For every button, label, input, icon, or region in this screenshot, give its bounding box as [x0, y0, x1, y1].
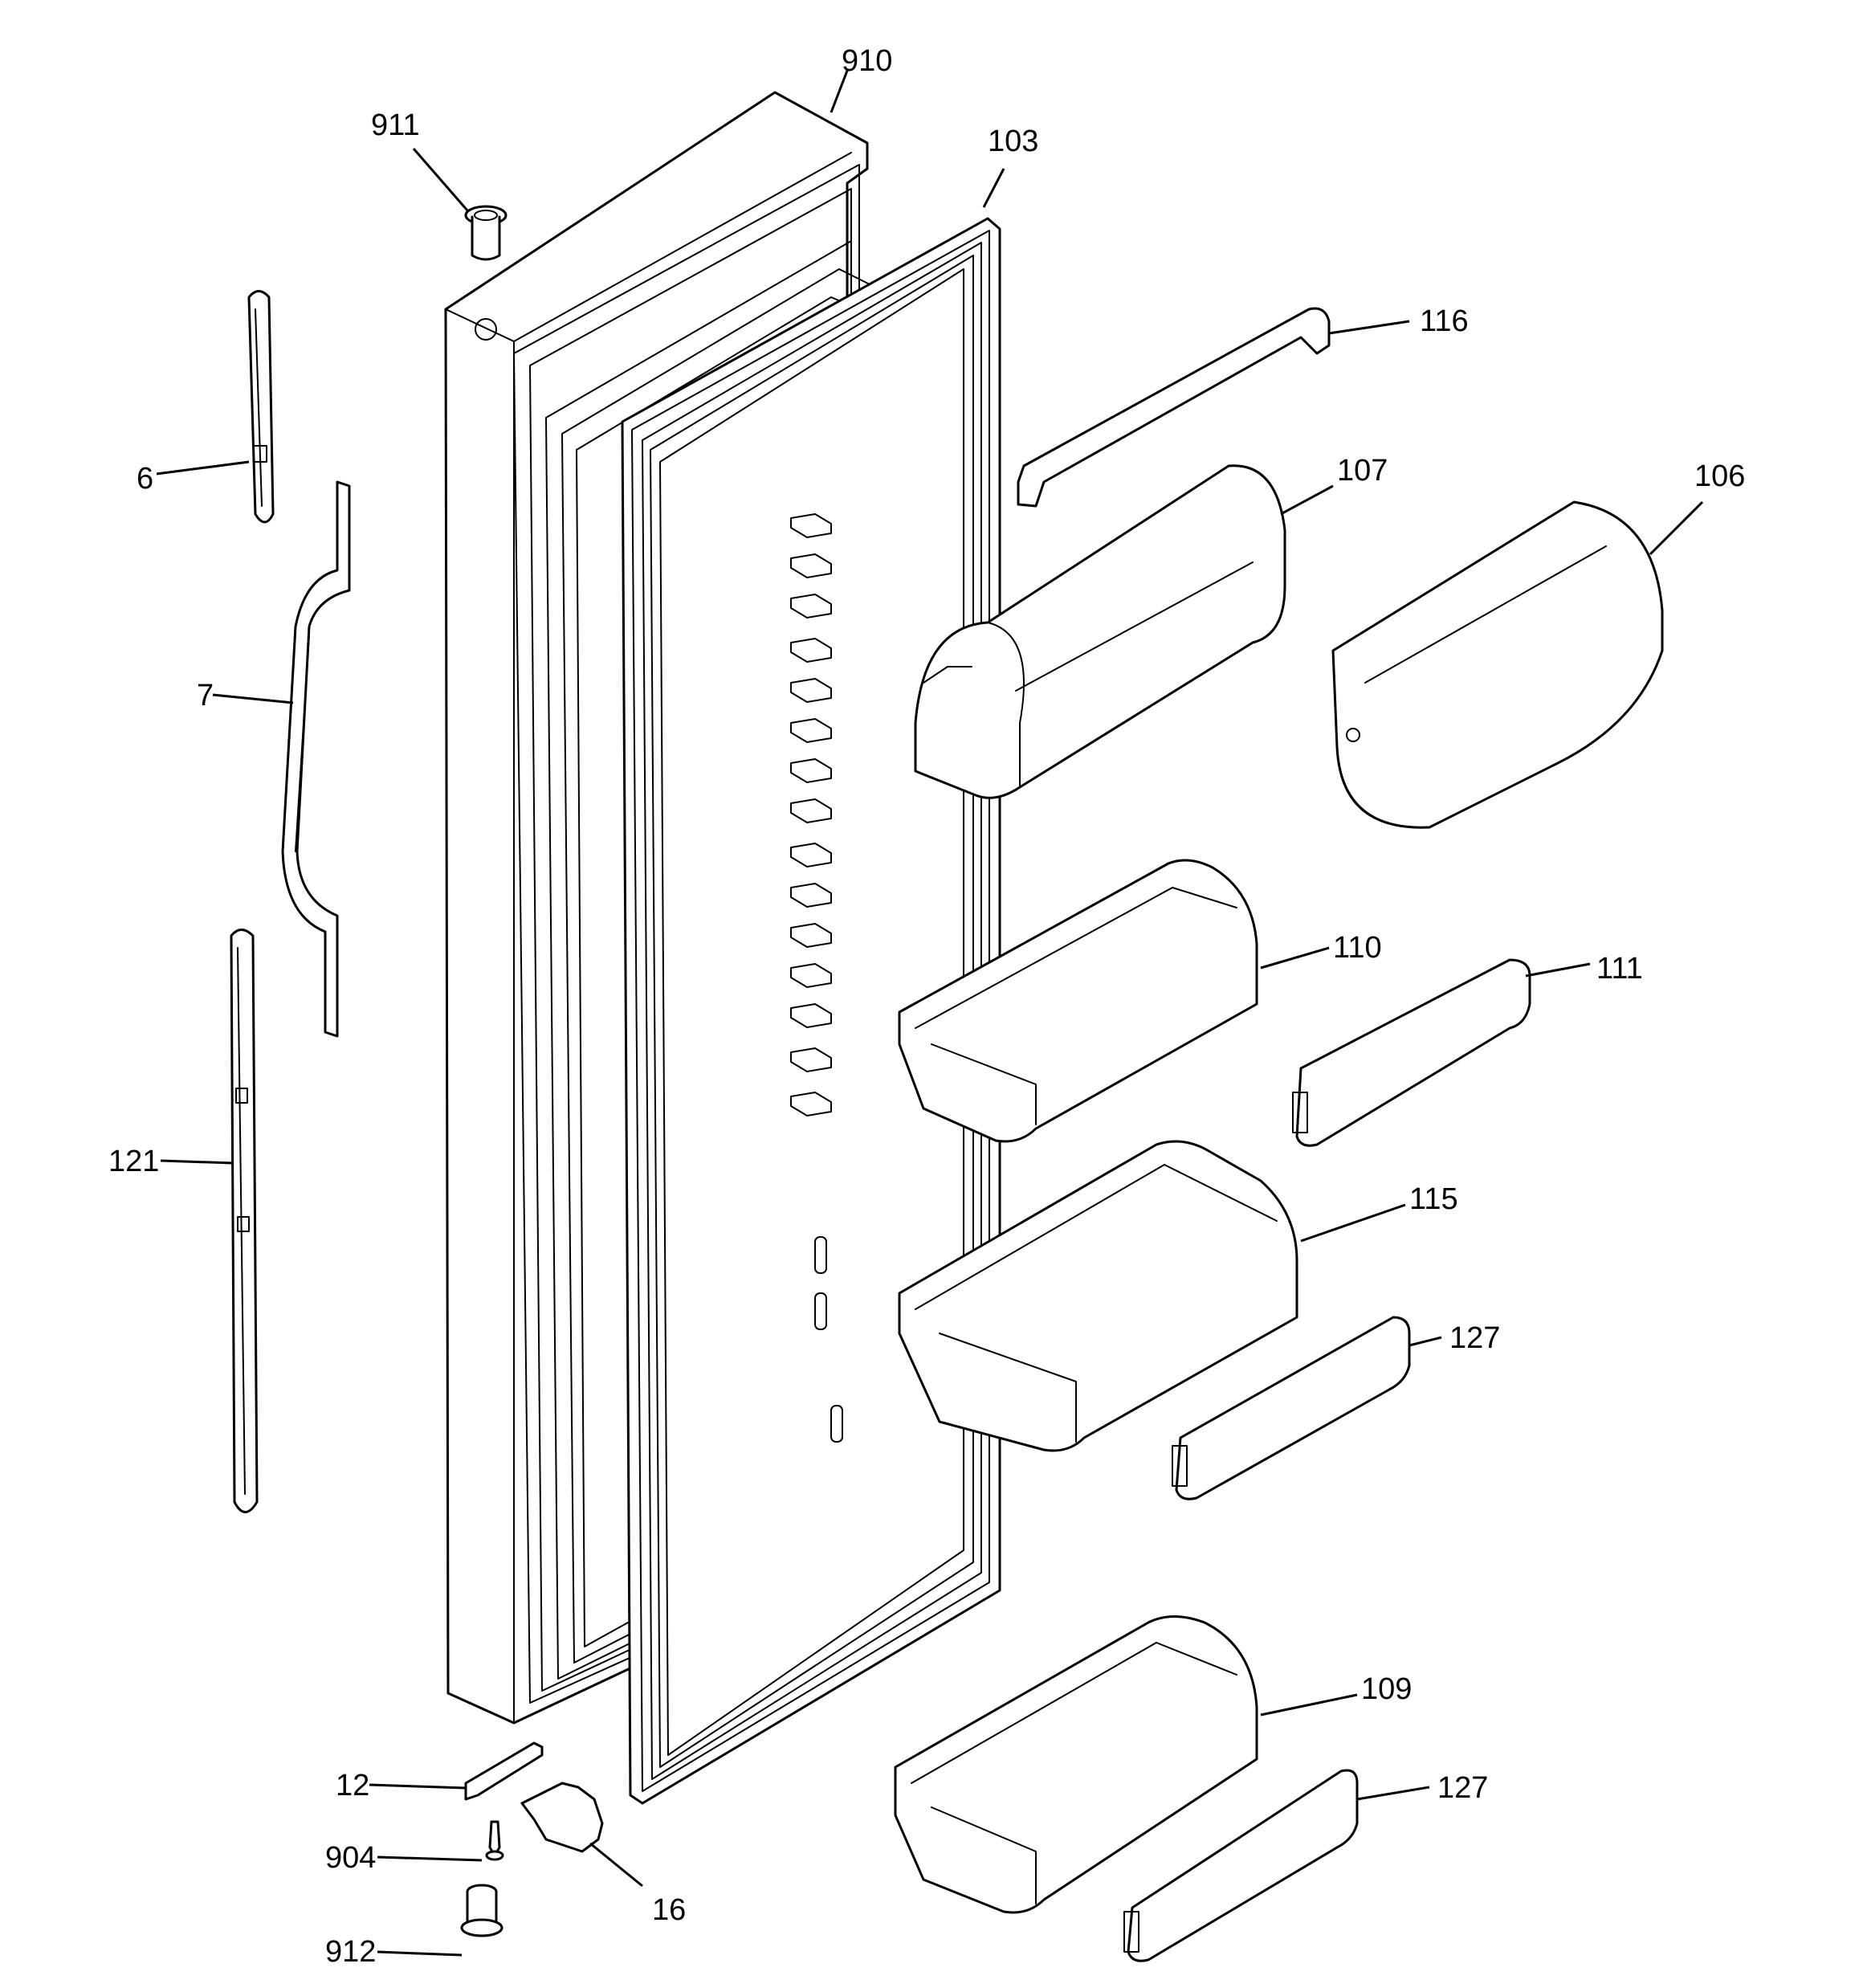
bin-front-111 — [1292, 958, 1531, 1147]
callout-16: 16 — [652, 1893, 686, 1927]
callout-904: 904 — [325, 1841, 376, 1875]
callout-115: 115 — [1409, 1182, 1458, 1216]
callout-7: 7 — [197, 679, 214, 712]
bin-front-127-lower — [1123, 1769, 1359, 1962]
leader-lines — [156, 70, 1704, 1957]
shelf-rail — [1017, 307, 1331, 508]
callout-127-lower: 127 — [1437, 1771, 1488, 1805]
callout-107: 107 — [1337, 454, 1388, 488]
hinge-bracket-12 — [464, 1741, 544, 1801]
callout-910: 910 — [842, 44, 892, 78]
handle-trim-lower — [230, 929, 259, 1513]
door-bin-110 — [898, 859, 1258, 1143]
bin-cover-106 — [1331, 500, 1664, 829]
handle-trim-upper — [247, 290, 275, 524]
callout-116: 116 — [1420, 304, 1469, 338]
callout-111: 111 — [1596, 952, 1643, 986]
callout-103: 103 — [988, 125, 1038, 158]
liner-shelf-tabs — [790, 513, 843, 1443]
bin-front-127-upper — [1172, 1316, 1411, 1500]
hinge-pin-912 — [460, 1884, 503, 1937]
callout-labels: 910 911 103 116 6 107 106 7 110 111 121 … — [108, 44, 1745, 1969]
callout-911: 911 — [371, 108, 420, 142]
hinge-cap-top — [464, 205, 508, 261]
door-bin-109 — [894, 1615, 1258, 1914]
callout-912: 912 — [325, 1935, 376, 1969]
callout-12: 12 — [336, 1769, 369, 1802]
screw-904 — [485, 1820, 504, 1861]
callout-127-upper: 127 — [1449, 1321, 1500, 1355]
callout-110: 110 — [1333, 931, 1382, 965]
hinge-16 — [520, 1782, 604, 1853]
door-handle — [281, 480, 351, 1038]
callout-6: 6 — [137, 462, 153, 496]
door-gasket — [621, 217, 1001, 1805]
door-bin-115 — [898, 1140, 1298, 1452]
callout-106: 106 — [1694, 459, 1745, 493]
callout-109: 109 — [1361, 1672, 1412, 1706]
callout-121: 121 — [108, 1145, 159, 1178]
